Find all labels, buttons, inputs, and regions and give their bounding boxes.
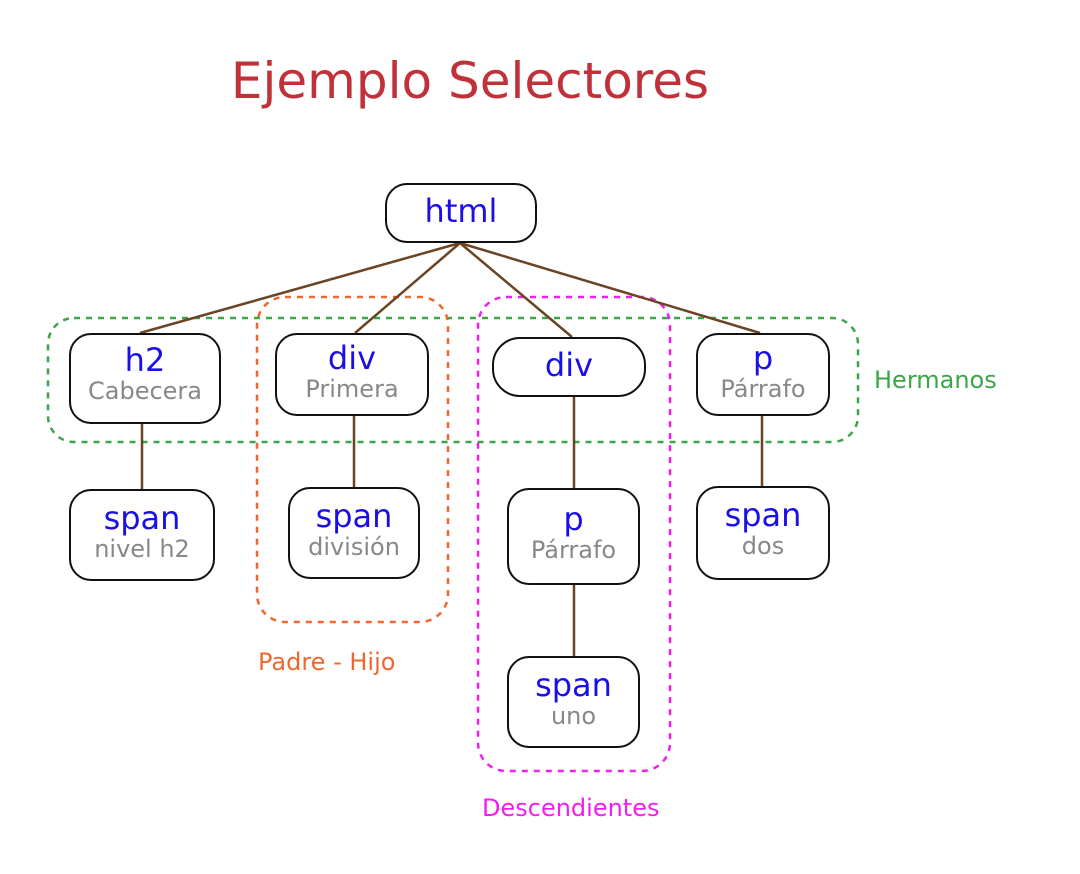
node-span-dos-tag: span (724, 496, 802, 534)
connector-html-h2 (139, 241, 461, 335)
node-p-1-tag: p (752, 339, 774, 377)
descendants-group-outline (476, 295, 672, 773)
node-span-uno-sub: uno (550, 702, 597, 730)
descendants-label: Descendientes (482, 794, 660, 822)
siblings-group-outline (46, 316, 860, 444)
node-p-1-sub: Párrafo (720, 375, 806, 403)
node-h2-tag: h2 (124, 341, 166, 379)
node-html-tag: html (424, 192, 498, 230)
node-html: html (385, 183, 537, 243)
node-span-h2-tag: span (103, 499, 181, 537)
node-div-primera-sub: Primera (305, 375, 399, 403)
node-span-h2-sub: nivel h2 (94, 535, 190, 563)
parent-child-label: Padre - Hijo (258, 648, 396, 676)
node-div-2-tag: div (544, 346, 594, 384)
node-h2-sub: Cabecera (88, 377, 202, 405)
connector-html-p1 (459, 241, 761, 335)
node-span-division: span división (288, 487, 420, 579)
node-p-2-sub: Párrafo (530, 536, 617, 564)
node-span-dos: span dos (696, 486, 830, 580)
page-title: Ejemplo Selectores (230, 52, 710, 110)
node-p-2-tag: p (563, 500, 584, 538)
connectors (139, 241, 764, 656)
node-span-division-tag: span (315, 497, 393, 535)
node-p-1: p Párrafo (696, 333, 830, 416)
node-span-uno-tag: span (535, 666, 612, 704)
parent-child-group-outline (255, 295, 450, 624)
node-div-2: div (492, 337, 646, 397)
connector-html-div2 (459, 242, 573, 338)
node-div-primera: div Primera (275, 333, 429, 416)
node-span-dos-sub: dos (741, 532, 785, 560)
node-span-uno: span uno (507, 656, 640, 748)
node-p-2: p Párrafo (507, 488, 640, 585)
siblings-label: Hermanos (874, 366, 997, 394)
connector-html-div1 (354, 242, 461, 334)
node-span-h2: span nivel h2 (69, 489, 215, 581)
node-span-division-sub: división (308, 533, 400, 561)
node-div-primera-tag: div (327, 339, 377, 377)
node-h2: h2 Cabecera (69, 333, 221, 424)
